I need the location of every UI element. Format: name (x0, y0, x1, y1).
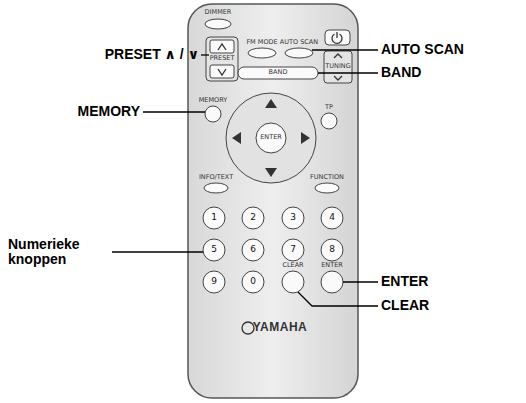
button-label: MEMORY (199, 97, 228, 104)
number-key: 9 (211, 277, 217, 287)
number-key: 6 (250, 245, 256, 255)
band-button (238, 67, 318, 79)
number-key: 3 (290, 213, 296, 223)
number-key: 5 (211, 245, 217, 255)
button-label: TP (325, 104, 333, 111)
number-key: 7 (290, 245, 296, 255)
number-key: 4 (329, 213, 335, 223)
preset-down (210, 65, 234, 78)
callout-label: MEMORY (78, 104, 140, 119)
auto-scan-button (285, 48, 313, 58)
button-label: FUNCTION (310, 174, 344, 181)
power-button (325, 30, 350, 45)
button-label: DIMMER (205, 9, 232, 16)
tp-button (321, 113, 337, 129)
button-label: TUNING (325, 63, 350, 70)
number-key: 2 (250, 213, 256, 223)
remote-body (188, 4, 358, 398)
callout-label: CLEAR (381, 298, 429, 313)
button-label: PRESET (210, 55, 235, 62)
enter-center-button (256, 123, 286, 153)
number-key: 0 (250, 277, 256, 287)
fm-mode-button (248, 48, 276, 58)
callout-label: BAND (381, 65, 421, 80)
button-label: INFO/TEXT (199, 174, 233, 181)
button-label: AUTO SCAN (280, 39, 318, 46)
number-key: 1 (211, 213, 217, 223)
function-button (315, 183, 339, 193)
cursor-pad (226, 93, 316, 183)
memory-button (205, 106, 221, 122)
brand-logo: YAMAHA (253, 321, 308, 334)
preset-rocker (206, 37, 238, 81)
info-text-button (204, 183, 228, 193)
callout-label: ENTER (381, 274, 428, 289)
button-label: FM MODE (246, 39, 277, 46)
button-label: ENTER (321, 262, 343, 269)
callout-label: PRESET ∧ / ∨ (105, 47, 199, 62)
preset-up (210, 40, 234, 53)
callout-label: Numerieke knoppen (8, 237, 108, 268)
button-label: CLEAR (282, 262, 303, 269)
tuning-rocker (324, 51, 352, 83)
callout-label: AUTO SCAN (381, 42, 464, 57)
number-key: 8 (329, 245, 335, 255)
leader-lines (112, 50, 378, 306)
button-label: BAND (269, 69, 288, 76)
button-label: ENTER (260, 134, 282, 141)
dimmer-button (205, 19, 231, 29)
